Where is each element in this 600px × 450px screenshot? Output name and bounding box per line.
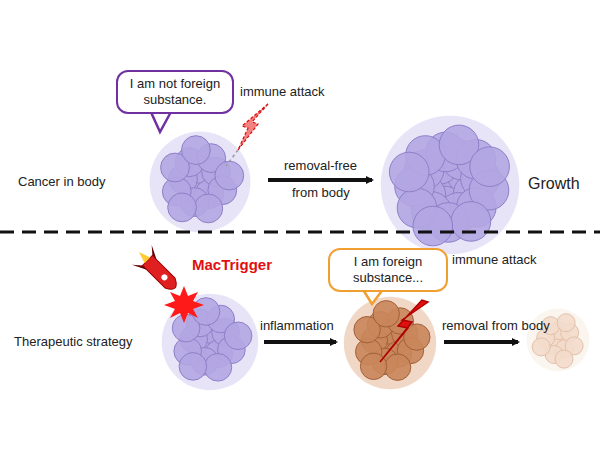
- text-label: Growth: [528, 174, 580, 193]
- tumor-cell: [470, 147, 510, 187]
- tumor-cells: [150, 116, 590, 391]
- tumor-cell: [413, 206, 453, 246]
- text-label: immune attack: [240, 84, 325, 100]
- tumor-cell: [532, 338, 550, 356]
- bubble-text: I am not foreign substance.: [130, 76, 220, 107]
- tumor-cell: [555, 350, 573, 368]
- speech-bubble: I am foreign substance...: [328, 248, 448, 292]
- tumor-cell: [557, 314, 575, 332]
- text-label: removal from body: [442, 318, 550, 334]
- attack-trail: [226, 150, 238, 166]
- process-arrow: [268, 178, 372, 182]
- weak-attack-bolt: [238, 104, 268, 150]
- text-label: immune attack: [452, 252, 537, 268]
- tumor-cell: [389, 152, 429, 192]
- tumor-cell: [194, 194, 223, 223]
- tumor-halo: [344, 297, 436, 389]
- rocket: [129, 242, 185, 298]
- attack-bolt: [380, 300, 428, 362]
- speech-bubble: I am not foreign substance.: [116, 70, 234, 114]
- tumor-cell: [215, 161, 244, 190]
- text-label: Cancer in body: [18, 174, 105, 190]
- tumor-cell: [360, 353, 386, 379]
- tumor-halo: [150, 132, 251, 233]
- text-label: removal-free: [284, 158, 357, 174]
- tumor-cell: [451, 202, 491, 242]
- tumor-halo: [527, 309, 590, 372]
- explosion: [164, 286, 204, 323]
- tumor-halo: [381, 116, 520, 255]
- tumor-cell: [179, 353, 207, 381]
- tumor-cell: [373, 301, 399, 327]
- tumor-cell: [192, 298, 220, 326]
- tumor-cell: [168, 193, 197, 222]
- text-label: from body: [292, 185, 350, 201]
- tumor-cell: [204, 354, 232, 382]
- tumor-cell: [224, 322, 252, 350]
- text-label: Therapeutic strategy: [14, 334, 133, 350]
- text-label: inflammation: [260, 318, 334, 334]
- text-label: MacTrigger: [192, 256, 272, 274]
- tumor-cell: [182, 136, 211, 165]
- tumor-cell: [384, 354, 410, 380]
- process-arrow: [264, 340, 336, 344]
- divider: [0, 231, 600, 234]
- bubble-text: I am foreign substance...: [353, 254, 423, 285]
- process-arrow: [444, 340, 518, 344]
